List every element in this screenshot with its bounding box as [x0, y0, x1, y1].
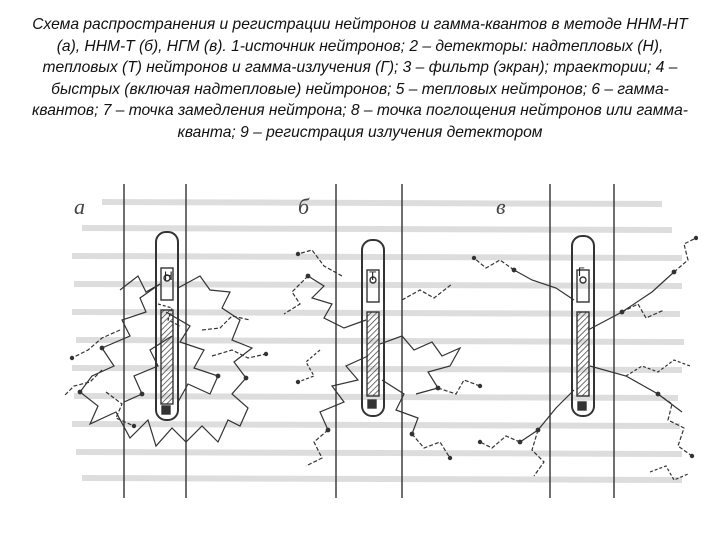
event-points [69, 345, 269, 429]
particle-trajectories [63, 275, 267, 448]
logging-probe [155, 231, 179, 421]
detector-letter: Г [578, 265, 585, 279]
panel-b: б Т [283, 184, 483, 498]
particle-trajectories [473, 237, 697, 481]
panel-a: а Н [63, 184, 269, 498]
panel-c: в Г [471, 184, 698, 498]
detector-letter: Н [164, 269, 173, 283]
detector-letter: Т [369, 269, 377, 283]
neutron-logging-figure: а Н б [63, 184, 698, 498]
panel-label-c: в [496, 194, 506, 219]
event-points [295, 251, 483, 461]
logging-probe [361, 239, 385, 417]
panel-label-a: а [74, 194, 85, 219]
particle-trajectories [283, 249, 481, 467]
panel-label-b: б [298, 194, 310, 219]
logging-probe [571, 235, 595, 417]
figure-caption: Схема распространения и регистрации нейт… [32, 16, 688, 141]
event-points [471, 235, 698, 459]
